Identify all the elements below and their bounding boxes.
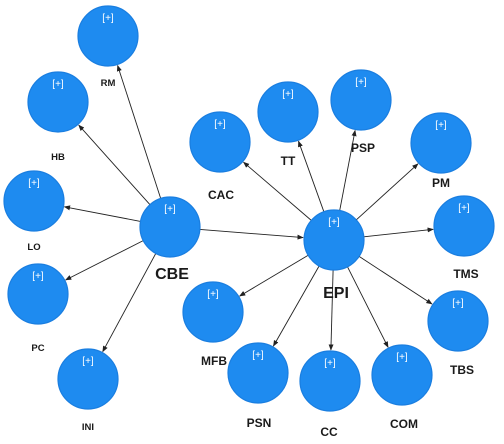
node-tms[interactable]: [+] TMS [433, 195, 495, 281]
node-tms-expand-marker[interactable]: [+] [458, 203, 470, 214]
node-pm-circle[interactable] [410, 112, 472, 174]
node-hb-circle[interactable] [27, 71, 89, 133]
node-psp-circle[interactable] [330, 69, 392, 131]
nodes: [+]RM[+]HB[+]LO[+]PC[+]INI[+]CBE[+]CAC[+… [3, 5, 495, 439]
node-hb[interactable]: [+] HB [27, 71, 89, 163]
node-pm-expand-marker[interactable]: [+] [435, 120, 447, 131]
node-com-expand-marker[interactable]: [+] [396, 352, 408, 363]
node-rm-label: RM [101, 78, 116, 89]
node-ini-circle[interactable] [57, 348, 119, 410]
node-com-label: COM [390, 417, 418, 431]
node-cc[interactable]: [+] CC [299, 350, 361, 439]
node-tt-circle[interactable] [257, 81, 319, 143]
node-epi-label: EPI [323, 285, 349, 302]
node-mfb-expand-marker[interactable]: [+] [207, 289, 219, 300]
node-cc-label: CC [320, 425, 338, 439]
node-pm-label: PM [432, 176, 450, 190]
node-tms-label: TMS [453, 267, 478, 281]
edge-epi-to-mfb [239, 254, 309, 297]
node-psp[interactable]: [+] PSP [330, 69, 392, 155]
edge-epi-to-tms [363, 227, 434, 238]
node-lo-expand-marker[interactable]: [+] [28, 178, 40, 189]
node-cbe-label: CBE [155, 266, 189, 283]
edge-epi-to-tt [298, 140, 325, 212]
edge-epi-to-cc [328, 269, 334, 351]
node-epi-circle[interactable] [303, 209, 365, 271]
node-cac[interactable]: [+] CAC [189, 111, 251, 202]
node-pm[interactable]: [+] PM [410, 112, 472, 190]
edge-cbe-to-epi [199, 228, 304, 240]
node-rm-circle[interactable] [77, 5, 139, 67]
node-cbe[interactable]: [+] CBE [139, 196, 201, 283]
edge-cbe-to-hb [78, 124, 151, 206]
node-cc-circle[interactable] [299, 350, 361, 412]
node-epi-expand-marker[interactable]: [+] [328, 217, 340, 228]
node-cac-expand-marker[interactable]: [+] [214, 119, 226, 130]
node-tt-label: TT [281, 154, 296, 168]
node-tt[interactable]: [+] TT [257, 81, 319, 168]
node-mfb[interactable]: [+] MFB [182, 281, 244, 368]
node-com-circle[interactable] [371, 344, 433, 406]
node-com[interactable]: [+] COM [371, 344, 433, 431]
node-ini[interactable]: [+] INI [57, 348, 119, 433]
edges [63, 64, 434, 353]
node-mfb-label: MFB [201, 354, 227, 368]
node-tbs-circle[interactable] [427, 290, 489, 352]
node-tms-circle[interactable] [433, 195, 495, 257]
node-tbs-label: TBS [450, 363, 474, 377]
node-cbe-expand-marker[interactable]: [+] [164, 204, 176, 215]
edge-epi-to-psn [273, 265, 320, 347]
edge-epi-to-tbs [358, 256, 433, 305]
node-psn[interactable]: [+] PSN [227, 342, 289, 430]
edge-epi-to-cac [243, 161, 312, 221]
node-psn-circle[interactable] [227, 342, 289, 404]
node-cac-label: CAC [208, 188, 234, 202]
node-psp-label: PSP [351, 141, 375, 155]
edge-cbe-to-lo [63, 205, 141, 222]
node-cbe-circle[interactable] [139, 196, 201, 258]
node-psn-expand-marker[interactable]: [+] [252, 350, 264, 361]
node-ini-expand-marker[interactable]: [+] [82, 356, 94, 367]
node-mfb-circle[interactable] [182, 281, 244, 343]
node-psp-expand-marker[interactable]: [+] [355, 77, 367, 88]
node-tbs[interactable]: [+] TBS [427, 290, 489, 377]
node-lo[interactable]: [+] LO [3, 170, 65, 253]
edge-epi-to-pm [355, 163, 419, 221]
node-tt-expand-marker[interactable]: [+] [282, 89, 294, 100]
edge-cbe-to-pc [65, 240, 144, 281]
edge-cbe-to-ini [102, 253, 157, 353]
node-pc-expand-marker[interactable]: [+] [32, 271, 44, 282]
node-lo-circle[interactable] [3, 170, 65, 232]
node-cac-circle[interactable] [189, 111, 251, 173]
node-pc-label: PC [31, 343, 44, 354]
node-lo-label: LO [27, 242, 40, 253]
node-rm-expand-marker[interactable]: [+] [102, 13, 114, 24]
node-epi[interactable]: [+] EPI [303, 209, 365, 302]
node-tbs-expand-marker[interactable]: [+] [452, 298, 464, 309]
node-hb-label: HB [51, 152, 65, 163]
node-rm[interactable]: [+] RM [77, 5, 139, 89]
node-pc[interactable]: [+] PC [7, 263, 69, 354]
node-cc-expand-marker[interactable]: [+] [324, 358, 336, 369]
edge-epi-to-com [347, 266, 389, 348]
edge-epi-to-psp [339, 129, 357, 211]
edge-cbe-to-rm [116, 64, 162, 199]
node-hb-expand-marker[interactable]: [+] [52, 79, 64, 90]
node-psn-label: PSN [247, 416, 272, 430]
node-pc-circle[interactable] [7, 263, 69, 325]
node-ini-label: INI [82, 422, 94, 433]
